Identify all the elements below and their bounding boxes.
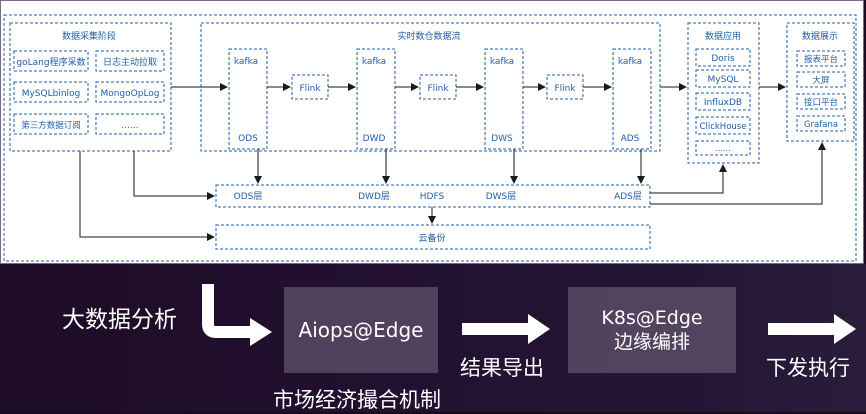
- layer-label-ods: ODS: [238, 134, 258, 144]
- collect-item: MongoOpLog: [100, 89, 159, 99]
- dispatch-execute-label: 下发执行: [766, 356, 850, 380]
- k8s-edge-label: K8s@Edge: [601, 307, 703, 329]
- app-item: ......: [715, 144, 730, 153]
- kafka-label: kafka: [618, 57, 642, 67]
- k8s-edge-box: K8s@Edge 边缘编排: [568, 287, 736, 373]
- display-stage-box: [786, 22, 855, 142]
- aiops-edge-box: Aiops@Edge: [284, 287, 438, 373]
- hdfs-layer-label: ODS层: [234, 191, 263, 202]
- collect-stage-box: [9, 22, 172, 152]
- curved-arrow-icon: [202, 284, 272, 346]
- collect-item-box: [95, 81, 165, 103]
- collect-stage-title: 数据采集阶段: [62, 30, 116, 42]
- right-arrow-icon: [462, 314, 550, 344]
- app-item-box: [695, 140, 751, 156]
- apps-stage-box: [687, 22, 760, 164]
- collect-item-box: [95, 50, 165, 72]
- app-item: MySQL: [708, 75, 739, 85]
- right-arrow-icon: [768, 314, 856, 344]
- collect-item: ......: [121, 121, 138, 131]
- app-item-box: [695, 116, 751, 135]
- realtime-stage: 实时数仓数据流 kafka ODS kafka DWD kafka DWS ka…: [200, 22, 661, 152]
- kafka-ads-box: [612, 48, 652, 150]
- collect-item: goLang程序采数: [16, 56, 85, 68]
- hdfs-layer-label: ADS层: [614, 191, 642, 202]
- hdfs-layer-label: DWD层: [358, 191, 390, 202]
- edge-orchestration-label: 边缘编排: [613, 331, 690, 353]
- market-mechanism-caption: 市场经济撮合机制: [273, 388, 441, 412]
- layer-label-dwd: DWD: [363, 134, 386, 144]
- flink-label: Flink: [427, 84, 449, 94]
- layer-label-ads: ADS: [621, 134, 640, 144]
- diagram-svg: 数据采集阶段 goLang程序采数 日志主动拉取 MySQLbinlog Mon…: [3, 14, 857, 262]
- cloud-backup-box: [215, 224, 651, 250]
- app-item: Doris: [711, 54, 735, 64]
- connector-arrows: [79, 142, 826, 241]
- kafka-label: kafka: [234, 57, 258, 67]
- collect-item-box: [95, 113, 165, 135]
- architecture-diagram: 数据采集阶段 goLang程序采数 日志主动拉取 MySQLbinlog Mon…: [0, 0, 864, 264]
- kafka-ods-box: [228, 48, 268, 150]
- flink-label: Flink: [299, 84, 321, 94]
- display-stage: 数据展示 报表平台 大屏 接口平台 Grafana: [786, 22, 855, 142]
- display-item-box: [796, 71, 846, 88]
- app-item-box: [695, 92, 751, 111]
- app-item-box: [695, 48, 751, 67]
- collect-item-box: [13, 113, 89, 135]
- display-item-box: [796, 93, 846, 110]
- layer-label-dws: DWS: [491, 134, 513, 144]
- display-item: Grafana: [804, 120, 838, 130]
- display-item-box: [796, 50, 846, 67]
- display-item-box: [796, 115, 846, 132]
- kafka-dws-box: [484, 48, 524, 150]
- kafka-dwd-box: [356, 48, 396, 150]
- cloud-backup-label: 云备份: [418, 232, 445, 244]
- aiops-edge-label: Aiops@Edge: [298, 318, 424, 342]
- realtime-stage-title: 实时数仓数据流: [397, 30, 460, 42]
- display-item: 大屏: [812, 75, 830, 86]
- display-stage-title: 数据展示: [802, 30, 838, 42]
- apps-stage-title: 数据应用: [705, 30, 741, 42]
- export-results-label: 结果导出: [460, 356, 544, 380]
- display-item: 报表平台: [804, 54, 838, 65]
- app-item: InfluxDB: [704, 98, 742, 108]
- hdfs-bar: ODS层 DWD层 HDFS DWS层 ADS层: [215, 184, 651, 208]
- hdfs-label: HDFS: [420, 192, 445, 202]
- collect-stage: 数据采集阶段 goLang程序采数 日志主动拉取 MySQLbinlog Mon…: [9, 22, 172, 152]
- app-item-box: [695, 69, 751, 88]
- flink-label: Flink: [554, 84, 576, 94]
- collect-item-box: [13, 81, 89, 103]
- big-data-analysis-label: 大数据分析: [62, 307, 177, 333]
- hdfs-layer-label: DWS层: [486, 191, 517, 202]
- collect-item: MySQLbinlog: [22, 89, 81, 99]
- hdfs-bar-box: [215, 184, 651, 208]
- collect-item: 第三方数据订阅: [21, 120, 81, 131]
- display-item: 接口平台: [804, 97, 838, 108]
- kafka-label: kafka: [490, 57, 514, 67]
- kafka-label: kafka: [362, 57, 386, 67]
- apps-stage: 数据应用 Doris MySQL InfluxDB ClickHouse ...…: [687, 22, 760, 164]
- outer-frame: [3, 14, 857, 262]
- cloud-backup-bar: 云备份: [215, 224, 651, 250]
- collect-item: 日志主动拉取: [103, 56, 157, 68]
- collect-item-box: [13, 50, 89, 72]
- app-item: ClickHouse: [700, 122, 747, 132]
